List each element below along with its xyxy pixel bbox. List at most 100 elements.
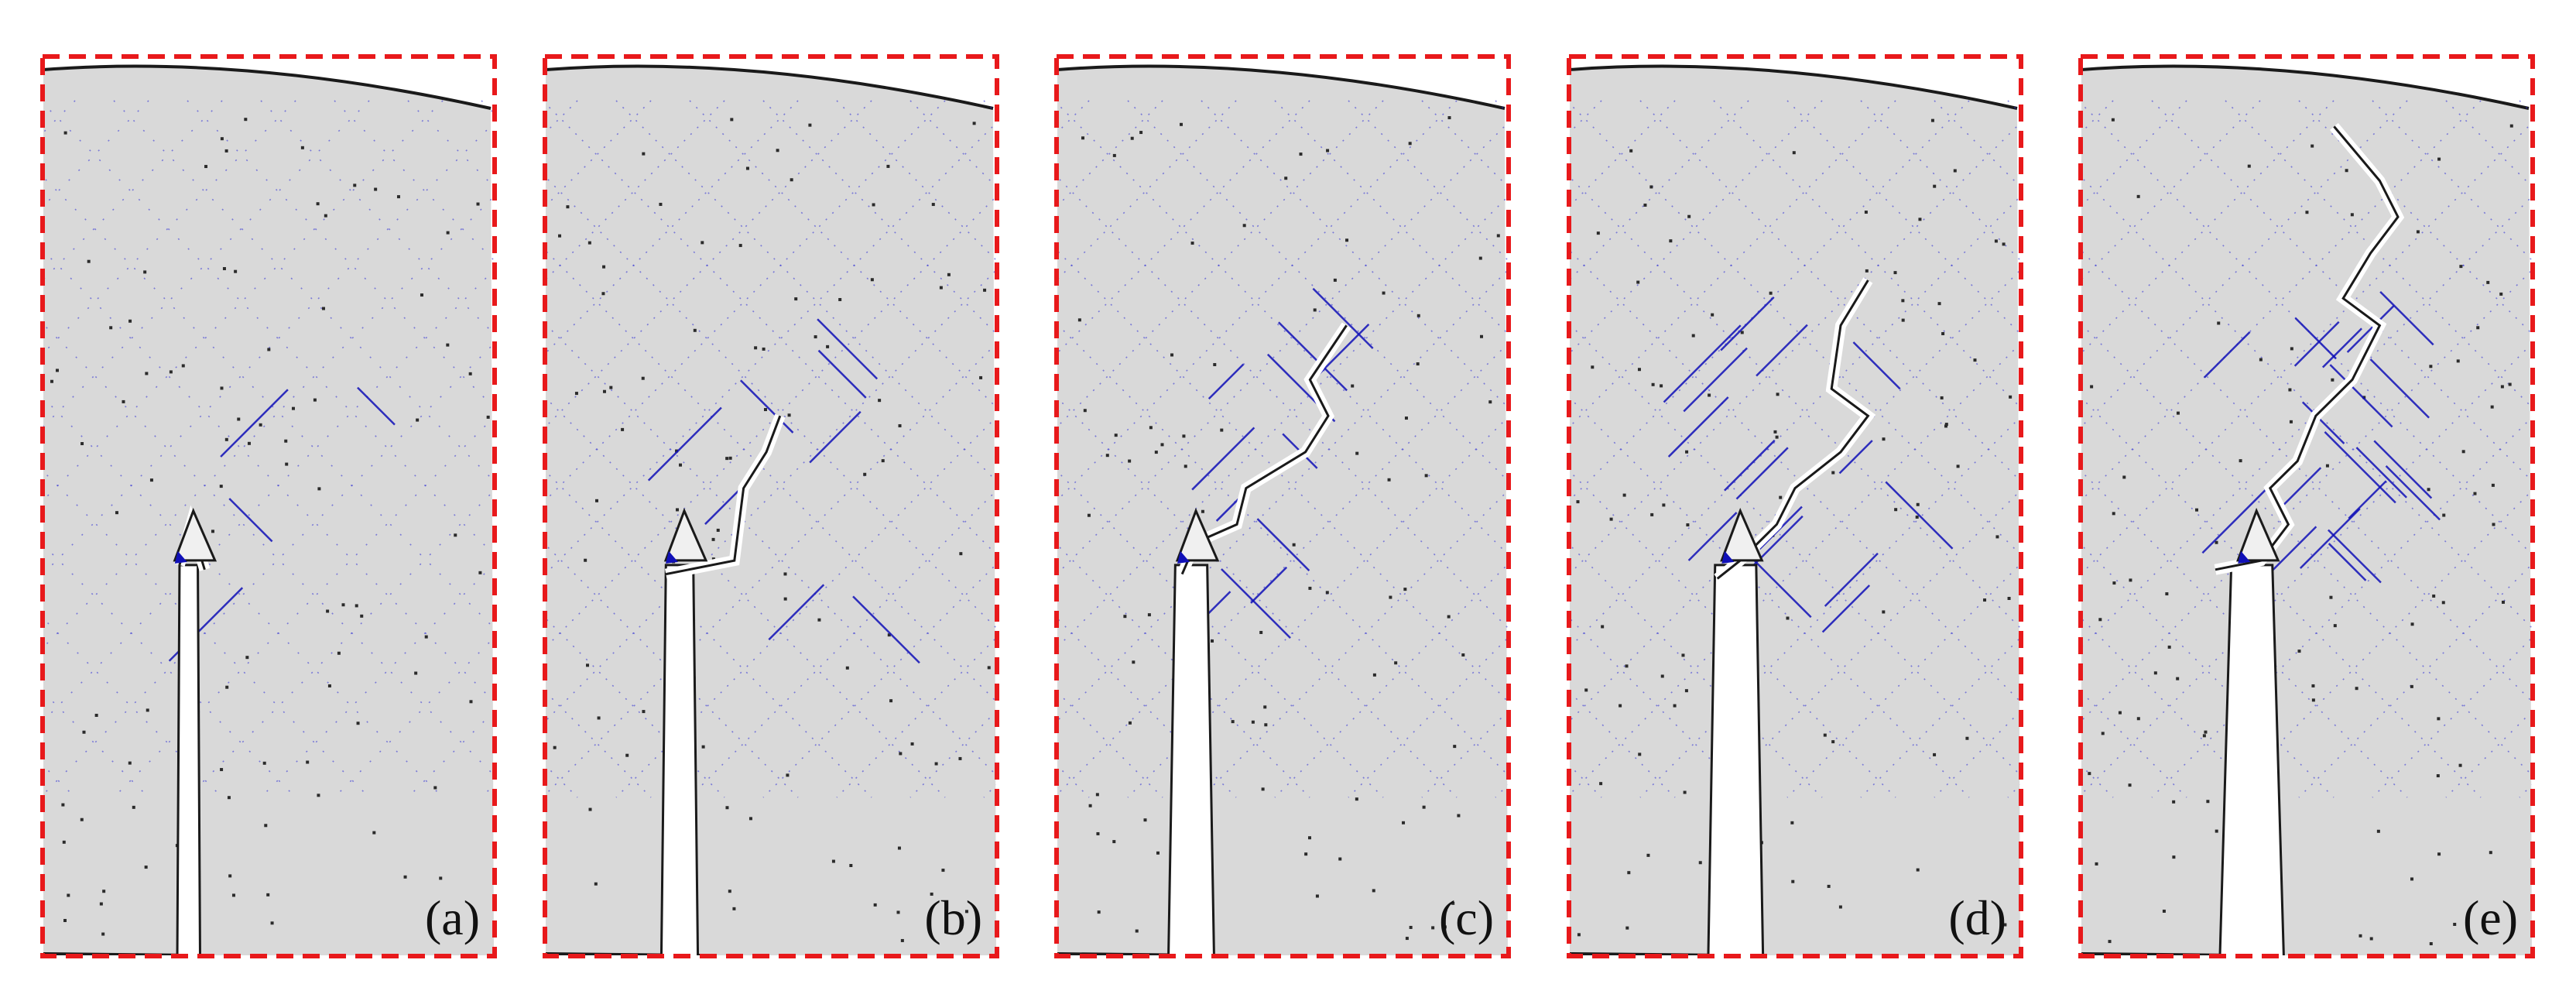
particle	[1643, 203, 1647, 207]
particle	[2202, 734, 2206, 738]
particle	[1211, 639, 1214, 643]
notch-slot	[2218, 564, 2285, 955]
particle	[979, 375, 983, 379]
notch-tip	[173, 507, 218, 562]
particle	[1596, 231, 1600, 235]
particle	[1096, 831, 1100, 835]
particle	[1404, 417, 1408, 420]
particle	[1292, 543, 1296, 547]
specimen-outer-edge	[2081, 64, 2530, 110]
damage-line	[1824, 552, 1879, 607]
particle	[900, 938, 904, 942]
particle	[2410, 684, 2413, 688]
particle	[701, 745, 705, 749]
particle	[211, 530, 214, 533]
particle	[326, 609, 330, 613]
particle	[1088, 804, 1092, 807]
particle	[1284, 177, 1288, 180]
particle	[1461, 653, 1465, 657]
damage-line	[2301, 401, 2345, 444]
particle	[1882, 610, 1886, 614]
tip-marker	[1177, 550, 1190, 564]
particle	[814, 335, 817, 339]
particle	[2206, 800, 2210, 804]
particle	[738, 244, 742, 248]
particle	[2297, 650, 2301, 653]
damage-line	[1852, 341, 1901, 390]
particle	[1944, 424, 1948, 428]
damage-line	[1312, 287, 1374, 349]
mesh-line	[1570, 122, 2020, 575]
particle	[2259, 358, 2263, 362]
particle	[224, 149, 228, 153]
particle	[1779, 495, 1783, 499]
particle	[414, 671, 418, 675]
particle	[1372, 889, 1375, 893]
particle	[2350, 213, 2354, 217]
particle	[1838, 905, 1842, 909]
particle	[220, 768, 224, 772]
notch-tip	[2236, 507, 2280, 562]
particle	[897, 846, 901, 850]
particle	[313, 398, 317, 402]
particle	[341, 603, 345, 607]
particle	[711, 537, 715, 541]
particle	[2176, 677, 2180, 680]
particle	[574, 392, 578, 396]
particle	[886, 164, 890, 168]
particle	[958, 756, 962, 760]
damage-line	[647, 406, 722, 482]
particle	[87, 259, 91, 263]
particle	[1135, 929, 1139, 933]
particle	[1355, 797, 1358, 801]
damage-line	[2379, 290, 2434, 346]
particle	[1584, 688, 1588, 692]
panel-b-label: (b)	[924, 890, 982, 945]
damage-line	[2373, 440, 2433, 499]
damage-line	[2355, 447, 2408, 499]
particle	[1930, 118, 1934, 122]
particle	[220, 386, 224, 390]
particle	[786, 773, 790, 777]
particle	[1769, 291, 1773, 295]
particle	[1619, 704, 1622, 708]
damage-line	[817, 318, 879, 380]
particle	[1686, 523, 1690, 527]
particle	[1864, 211, 1868, 214]
particle	[1457, 814, 1461, 818]
particle	[1242, 224, 1246, 228]
mesh-line	[2081, 122, 2532, 575]
particle	[2165, 592, 2169, 596]
particle	[1097, 910, 1101, 914]
particle	[732, 907, 736, 910]
notch-tip	[1175, 507, 1220, 562]
particle	[1251, 720, 1255, 724]
particle	[2489, 851, 2492, 855]
damage-line	[1256, 518, 1310, 571]
particle	[838, 297, 842, 301]
panel-frame	[1567, 54, 2023, 958]
particle	[878, 399, 882, 403]
particle	[439, 876, 443, 880]
particle	[1711, 313, 1714, 317]
particle	[1478, 256, 1482, 260]
particle	[2442, 513, 2446, 517]
particle	[1792, 151, 1796, 155]
particle	[396, 195, 400, 199]
particle	[1684, 689, 1688, 693]
particle	[468, 372, 472, 375]
damage-line	[228, 498, 273, 543]
specimen-body	[1570, 66, 2020, 955]
particle	[62, 840, 66, 844]
damage-line	[1724, 439, 1776, 492]
mesh-line	[2081, 100, 2482, 502]
particle	[2432, 594, 2436, 598]
particle	[1132, 660, 1136, 664]
damage-line	[768, 584, 825, 641]
particle	[2345, 169, 2348, 173]
damage-line	[1885, 481, 1954, 550]
specimen-body	[43, 66, 494, 955]
particle	[641, 376, 645, 380]
particle	[1649, 185, 1653, 189]
particle	[931, 203, 935, 207]
